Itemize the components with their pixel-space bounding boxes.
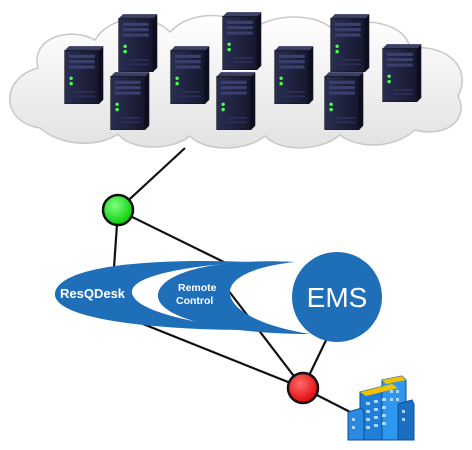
red-node xyxy=(286,371,320,405)
link-remote-red xyxy=(227,289,304,389)
green-node xyxy=(101,193,135,227)
server-icon xyxy=(216,71,256,130)
link-green-remote xyxy=(117,209,237,269)
server-icon xyxy=(222,11,262,70)
server-icon xyxy=(118,13,158,72)
server-icon xyxy=(382,43,422,102)
server-icon xyxy=(330,13,370,72)
remote-control-label-line2: Control xyxy=(176,295,213,307)
remote-control-badge: Remote Control xyxy=(157,261,310,334)
building-icon xyxy=(347,375,415,441)
server-icon xyxy=(170,45,210,104)
resqdesk-label: ResQDesk xyxy=(60,286,126,301)
server-icon xyxy=(324,71,364,130)
ems-label: EMS xyxy=(307,282,368,313)
remote-control-label-line1: Remote xyxy=(178,282,217,294)
server-icon xyxy=(64,45,104,104)
ems-node: EMS xyxy=(292,252,382,342)
resqdesk-badge: ResQDesk xyxy=(54,260,250,330)
server-icon xyxy=(110,71,150,130)
server-icon xyxy=(274,45,314,104)
